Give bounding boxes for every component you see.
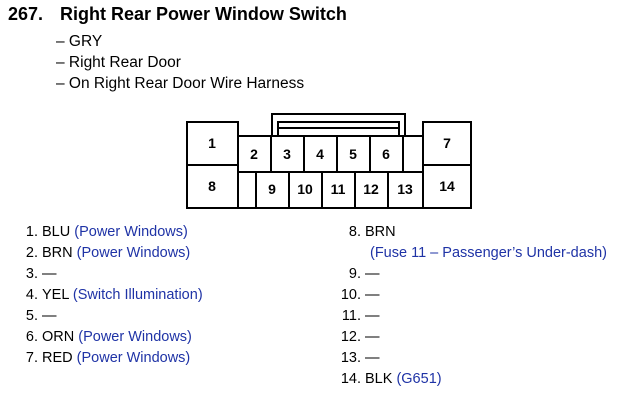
wire-color: RED (42, 350, 73, 366)
pin-label-14: 14 (439, 178, 455, 194)
list-item: 8.BRN (332, 222, 607, 243)
list-item: 14.BLK (G651) (332, 369, 607, 390)
wire-color: BLK (365, 371, 393, 387)
list-item: 3.— (10, 264, 203, 285)
pin-label-12: 12 (363, 181, 379, 197)
list-item: 11.— (332, 306, 607, 327)
wire-color: ORN (42, 329, 75, 345)
subtitle-color: – GRY (56, 33, 103, 50)
pin-number: 14. (340, 371, 361, 387)
pin-label-1: 1 (208, 135, 216, 151)
pin-description: (Power Windows) (76, 245, 191, 261)
pin-number: 1. (25, 224, 38, 240)
pin-number: 4. (25, 287, 38, 303)
pin-number: 3. (25, 266, 38, 282)
list-item: 4.YEL (Switch Illumination) (10, 285, 203, 306)
pin-number: 2. (25, 245, 38, 261)
wire-color: BRN (365, 224, 396, 240)
pin-number: 8. (348, 224, 361, 240)
pin-label-6: 6 (382, 146, 390, 162)
pin-label-13: 13 (397, 181, 413, 197)
list-item: 10.— (332, 285, 607, 306)
pin-list-left: 1.BLU (Power Windows) 2.BRN (Power Windo… (10, 222, 203, 369)
wire-color: BLU (42, 224, 71, 240)
pin-number: 10. (340, 287, 361, 303)
pin-label-3: 3 (283, 146, 291, 162)
pin-label-7: 7 (443, 135, 451, 151)
pin-number: 5. (25, 308, 38, 324)
connector-diagram: 1 8 7 14 2 3 4 5 6 9 10 11 12 13 (186, 112, 472, 212)
pin-description: (Power Windows) (74, 224, 188, 240)
pin-number: 11. (341, 308, 361, 324)
title-number: 267. (8, 4, 44, 24)
wire-color: — (365, 329, 380, 345)
pin-list-right: 8.BRN (Fuse 11 – Passenger’s Under-dash)… (332, 222, 607, 390)
pin-number: 6. (25, 329, 38, 345)
connector-svg: 1 8 7 14 2 3 4 5 6 9 10 11 12 13 (186, 113, 472, 209)
cavity-empty (237, 171, 257, 209)
wire-color: BRN (42, 245, 73, 261)
subtitle-harness: – On Right Rear Door Wire Harness (56, 75, 305, 92)
pin-number: 9. (348, 266, 361, 282)
pin-label-9: 9 (268, 181, 276, 197)
pin-description: (Switch Illumination) (72, 287, 203, 303)
wire-color: — (365, 266, 380, 282)
locking-tab (271, 113, 406, 136)
pin-label-8: 8 (208, 178, 216, 194)
pin-label-10: 10 (297, 181, 313, 197)
list-item-continuation: (Fuse 11 – Passenger’s Under-dash) (332, 243, 607, 264)
wire-color: — (365, 287, 380, 303)
wire-color: — (365, 350, 380, 366)
list-item: 5.— (10, 306, 203, 327)
pin-label-4: 4 (316, 146, 324, 162)
subtitle-location: – Right Rear Door (56, 54, 181, 71)
pin-number: 13. (340, 350, 361, 366)
list-item: 6.ORN (Power Windows) (10, 327, 203, 348)
list-item: 1.BLU (Power Windows) (10, 222, 203, 243)
list-item: 9.— (332, 264, 607, 285)
wire-color: — (42, 308, 57, 324)
subtitle-list: – GRY – Right Rear Door – On Right Rear … (56, 31, 304, 94)
wire-color: — (42, 266, 57, 282)
cavity-13 (387, 171, 424, 209)
wire-color: YEL (42, 287, 69, 303)
list-item: 13.— (332, 348, 607, 369)
pin-description: (Power Windows) (78, 329, 192, 345)
title-text: Right Rear Power Window Switch (60, 4, 347, 24)
pin-label-5: 5 (349, 146, 357, 162)
pin-description: (Power Windows) (76, 350, 191, 366)
page-title: 267. Right Rear Power Window Switch (8, 4, 347, 25)
pin-label-2: 2 (250, 146, 258, 162)
wire-color: — (365, 308, 380, 324)
list-item: 2.BRN (Power Windows) (10, 243, 203, 264)
pin-label-11: 11 (331, 181, 346, 197)
pin-number: 12. (340, 329, 361, 345)
pin-description: (Fuse 11 – Passenger’s Under-dash) (370, 245, 607, 261)
pin-number: 7. (25, 350, 38, 366)
pin-description: (G651) (396, 371, 442, 387)
list-item: 7.RED (Power Windows) (10, 348, 203, 369)
list-item: 12.— (332, 327, 607, 348)
